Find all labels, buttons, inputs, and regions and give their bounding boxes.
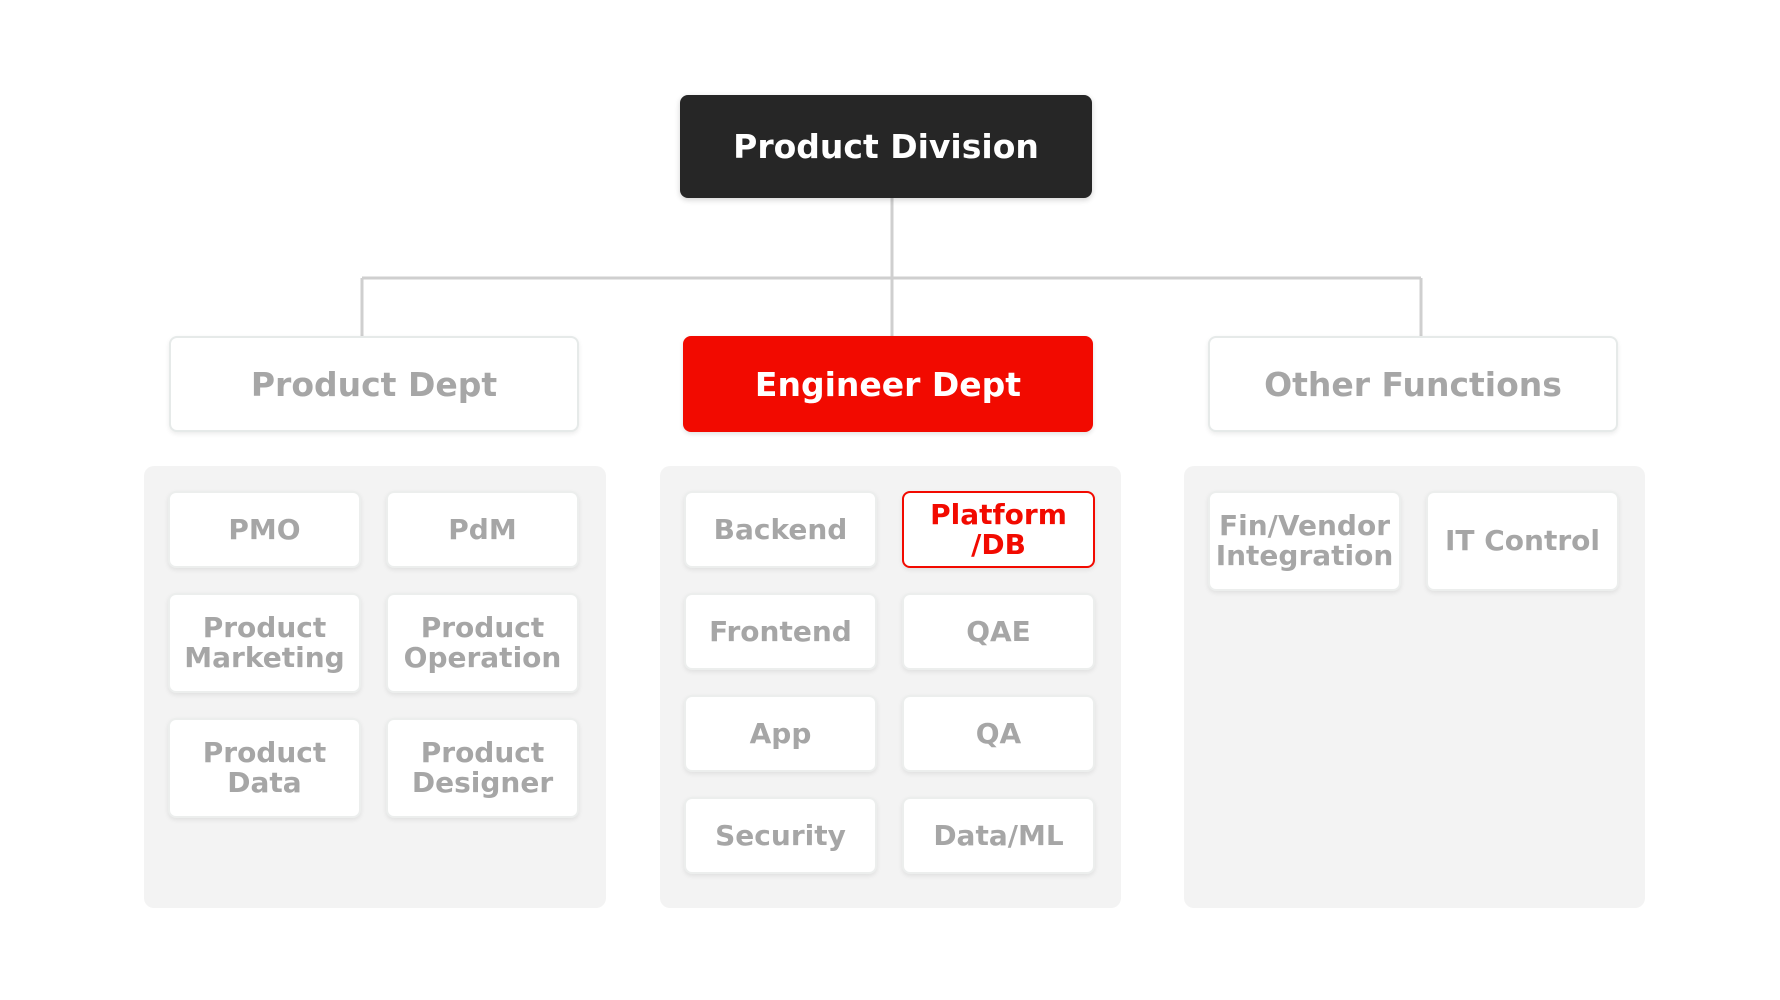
team-node: Product Marketing — [168, 593, 361, 693]
team-node: Product Data — [168, 718, 361, 818]
dept-label: Other Functions — [1264, 364, 1562, 404]
panel-engineer-dept: Backend Platform /DB Frontend QAE App QA… — [660, 466, 1121, 908]
team-node: Security — [684, 797, 877, 874]
team-node: Data/ML — [902, 797, 1095, 874]
dept-node-product: Product Dept — [169, 336, 579, 432]
team-node: PMO — [168, 491, 361, 568]
team-node: Frontend — [684, 593, 877, 670]
team-node: Fin/Vendor Integration — [1208, 491, 1401, 591]
dept-node-engineer: Engineer Dept — [683, 336, 1093, 432]
panel-product-dept: PMO PdM Product Marketing Product Operat… — [144, 466, 606, 908]
team-node: Product Operation — [386, 593, 579, 693]
team-node: Product Designer — [386, 718, 579, 818]
root-node-product-division: Product Division — [680, 95, 1092, 198]
dept-node-other-functions: Other Functions — [1208, 336, 1618, 432]
dept-label: Engineer Dept — [754, 364, 1022, 404]
team-node: QA — [902, 695, 1095, 772]
dept-label: Product Dept — [250, 364, 498, 404]
team-node: Backend — [684, 491, 877, 568]
team-node: QAE — [902, 593, 1095, 670]
panel-other-functions: Fin/Vendor Integration IT Control — [1184, 466, 1645, 908]
team-node-highlighted: Platform /DB — [902, 491, 1095, 568]
team-node: IT Control — [1426, 491, 1619, 591]
team-node: PdM — [386, 491, 579, 568]
team-node: App — [684, 695, 877, 772]
root-node-label: Product Division — [733, 127, 1039, 166]
